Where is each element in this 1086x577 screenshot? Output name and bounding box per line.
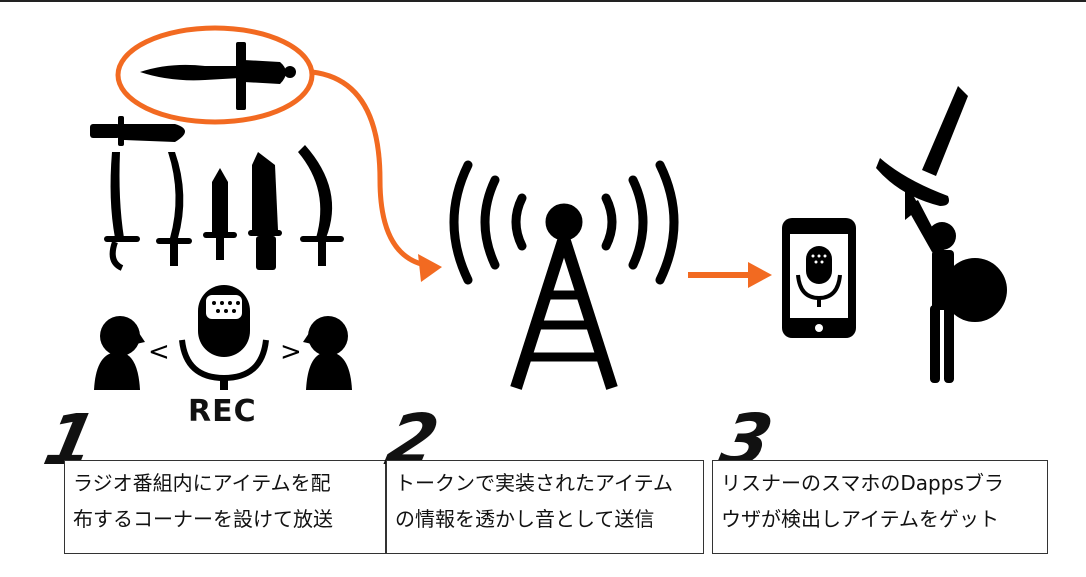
top-border	[0, 0, 1086, 2]
step-1-caption-line-1: ラジオ番組内にアイテムを配	[73, 471, 331, 495]
step-2-caption: トークンで実装されたアイテム の情報を透かし音として送信	[386, 460, 704, 554]
microphone-icon	[179, 285, 269, 390]
dagger-icon	[203, 168, 237, 260]
left-speaker-icon	[94, 316, 145, 390]
right-voice-mark: >	[280, 337, 302, 367]
step-3-caption-line-2: ウザが検出しアイテムをゲット	[721, 507, 999, 531]
scimitar-icon	[104, 152, 140, 271]
right-speaker-icon	[303, 316, 352, 390]
curve-arrow-head	[418, 254, 442, 282]
combat-knife-icon	[248, 152, 282, 270]
saber-icon	[156, 152, 192, 266]
radio-tower-icon	[449, 160, 679, 285]
rec-label: REC	[188, 394, 257, 429]
highlight-ellipse	[115, 25, 315, 125]
featured-sword-icon	[140, 42, 296, 110]
step-3-caption: リスナーのスマホのDappsブラ ウザが検出しアイテムをゲット	[712, 460, 1048, 554]
step-3-caption-line-1: リスナーのスマホのDappsブラ	[721, 471, 1004, 495]
knife-icon	[90, 116, 185, 146]
curved-blade-icon	[298, 145, 344, 266]
step-2-caption-line-1: トークンで実装されたアイテム	[395, 471, 673, 495]
warrior-icon	[876, 86, 1007, 383]
left-voice-mark: <	[148, 337, 170, 367]
curve-arrow	[311, 69, 426, 268]
tower-structure	[510, 203, 618, 390]
step-1-caption: ラジオ番組内にアイテムを配 布するコーナーを設けて放送	[64, 460, 386, 554]
step-2-caption-line-2: の情報を透かし音として送信	[395, 507, 655, 531]
arrow-icon	[688, 262, 772, 288]
smartphone-icon	[782, 218, 856, 338]
step-1-caption-line-2: 布するコーナーを設けて放送	[73, 507, 333, 531]
